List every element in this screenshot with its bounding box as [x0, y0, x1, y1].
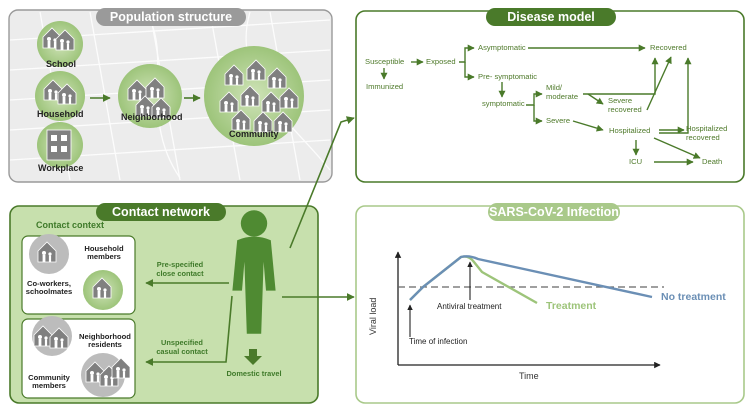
domestic-travel-label: Domestic travel: [226, 369, 282, 378]
pre-symptomatic-label: Pre- symptomatic: [478, 72, 538, 81]
community-node: [204, 46, 304, 146]
severe-recovered-label-1: Severe: [608, 96, 633, 105]
time-of-infection-label: Time of infection: [409, 337, 468, 346]
hospitalized-label: Hospitalized: [609, 126, 651, 135]
disease-arrows: [380, 44, 701, 166]
workplace-node: [37, 122, 83, 168]
immunized-label: Immunized: [366, 82, 404, 91]
asymptomatic-label: Asymptomatic: [478, 43, 526, 52]
contact-title: Contact network: [96, 203, 226, 221]
antiviral-label: Antiviral treatment: [437, 302, 502, 311]
domestic-travel-arrow: [244, 349, 262, 365]
school-node: [37, 21, 83, 67]
connector-contact-disease: [289, 116, 355, 249]
symptomatic-label: symptomatic: [482, 99, 525, 108]
coworkers-label: Co-workers,schoolmates: [25, 279, 73, 297]
school-label: School: [46, 59, 77, 69]
community-label: Community: [229, 129, 279, 139]
household-node: [35, 71, 85, 121]
x-axis-label: Time: [519, 371, 539, 381]
infection-panel: [355, 205, 745, 404]
treatment-label: Treatment: [546, 300, 597, 312]
moderate-label: moderate: [546, 92, 579, 101]
infection-title: SARS-CoV-2 Infection: [488, 203, 620, 221]
no-treatment-curve: [409, 255, 653, 301]
no-treatment-label: No treatment: [661, 291, 726, 303]
y-axis-label: Viral load: [368, 297, 378, 335]
severe-label: Severe: [546, 116, 571, 125]
workplace-label: Workplace: [38, 163, 84, 173]
neighborhood-node: [118, 64, 182, 128]
population-panel: [8, 9, 333, 183]
susceptible-label: Susceptible: [365, 57, 405, 66]
severe-recovered-label-2: recovered: [608, 105, 642, 114]
hospitalized-recovered-label-2: recovered: [686, 133, 720, 142]
recovered-label: Recovered: [650, 43, 687, 52]
hospitalized-recovered-label-1: Hospitalized: [686, 124, 728, 133]
exposed-label: Exposed: [426, 57, 456, 66]
disease-title: Disease model: [486, 8, 616, 26]
contact-context-label: Contact context: [36, 220, 105, 230]
neighborhood-label: Neighborhood: [121, 112, 183, 122]
contact-panel: [9, 205, 319, 404]
mild-label: Mild/: [546, 83, 563, 92]
population-title: Population structure: [96, 8, 246, 26]
death-label: Death: [702, 157, 723, 166]
icu-label: ICU: [629, 157, 643, 166]
arrow-casual-contact: [145, 295, 233, 366]
household-label: Household: [37, 109, 84, 119]
